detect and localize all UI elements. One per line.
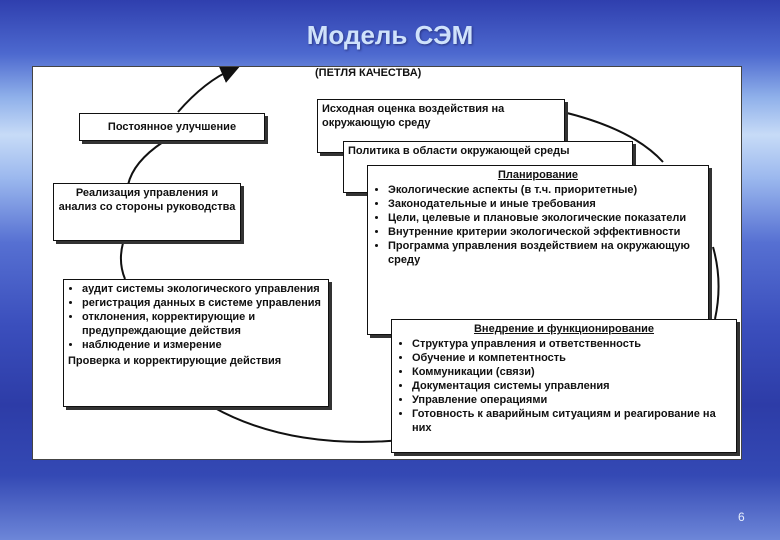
check-item: наблюдение и измерение (82, 338, 324, 352)
check-footer: Проверка и корректирующие действия (68, 355, 282, 367)
box-planning: Планирование Экологические аспекты (в т.… (367, 165, 709, 335)
top-arrow (177, 67, 241, 113)
check-item: отклонения, корректирующие и предупрежда… (82, 310, 324, 338)
planning-item: Программа управления воздействием на окр… (388, 239, 702, 267)
box-policy-label: Политика в области окружающей среды (348, 145, 570, 157)
planning-item: Законодательные и иные требования (388, 197, 702, 211)
box-initial-assessment-label: Исходная оценка воздействия на окружающу… (322, 103, 505, 129)
box-improvement: Постоянное улучшение (79, 113, 265, 141)
check-item: аудит системы экологического управления (82, 282, 324, 296)
operation-header: Внедрение и функционирование (473, 323, 655, 335)
operation-item: Управление операциями (412, 393, 730, 407)
operation-item: Коммуникации (связи) (412, 365, 730, 379)
arc-right-upper (562, 111, 664, 163)
check-list: аудит системы экологического управления … (68, 282, 324, 352)
diagram-subtitle: (ПЕТЛЯ КАЧЕСТВА) (315, 67, 422, 79)
arc-left-lower (119, 242, 126, 280)
operation-item: Документация системы управления (412, 379, 730, 393)
page-number: 6 (738, 510, 745, 524)
planning-list: Экологические аспекты (в т.ч. приоритетн… (374, 183, 702, 267)
operation-item: Готовность к аварийным ситуациям и реаги… (412, 407, 730, 435)
operation-item: Структура управления и ответственность (412, 337, 730, 351)
box-check-actions: аудит системы экологического управления … (63, 279, 329, 407)
diagram-panel: (ПЕТЛЯ КАЧЕСТВА) Постоянное улучшение Ре… (32, 66, 742, 460)
arc-bottom (212, 406, 414, 443)
operation-list: Структура управления и ответственность О… (398, 337, 730, 435)
check-item: регистрация данных в системе управления (82, 296, 324, 310)
arc-right-lower (712, 246, 720, 320)
box-operation: Внедрение и функционирование Структура у… (391, 319, 737, 453)
planning-item: Цели, целевые и плановые экологические п… (388, 211, 702, 225)
box-implementation: Реализация управления и анализ со сторон… (53, 183, 241, 241)
planning-item: Внутренние критерии экологической эффект… (388, 225, 702, 239)
slide-title: Модель СЭМ (306, 20, 474, 50)
box-implementation-label: Реализация управления и анализ со сторон… (58, 187, 236, 213)
arc-left-upper (127, 141, 164, 186)
cycle-loop-arrow (119, 67, 720, 443)
planning-header: Планирование (497, 169, 579, 181)
operation-item: Обучение и компетентность (412, 351, 730, 365)
box-improvement-label: Постоянное улучшение (107, 121, 237, 133)
planning-item: Экологические аспекты (в т.ч. приоритетн… (388, 183, 702, 197)
